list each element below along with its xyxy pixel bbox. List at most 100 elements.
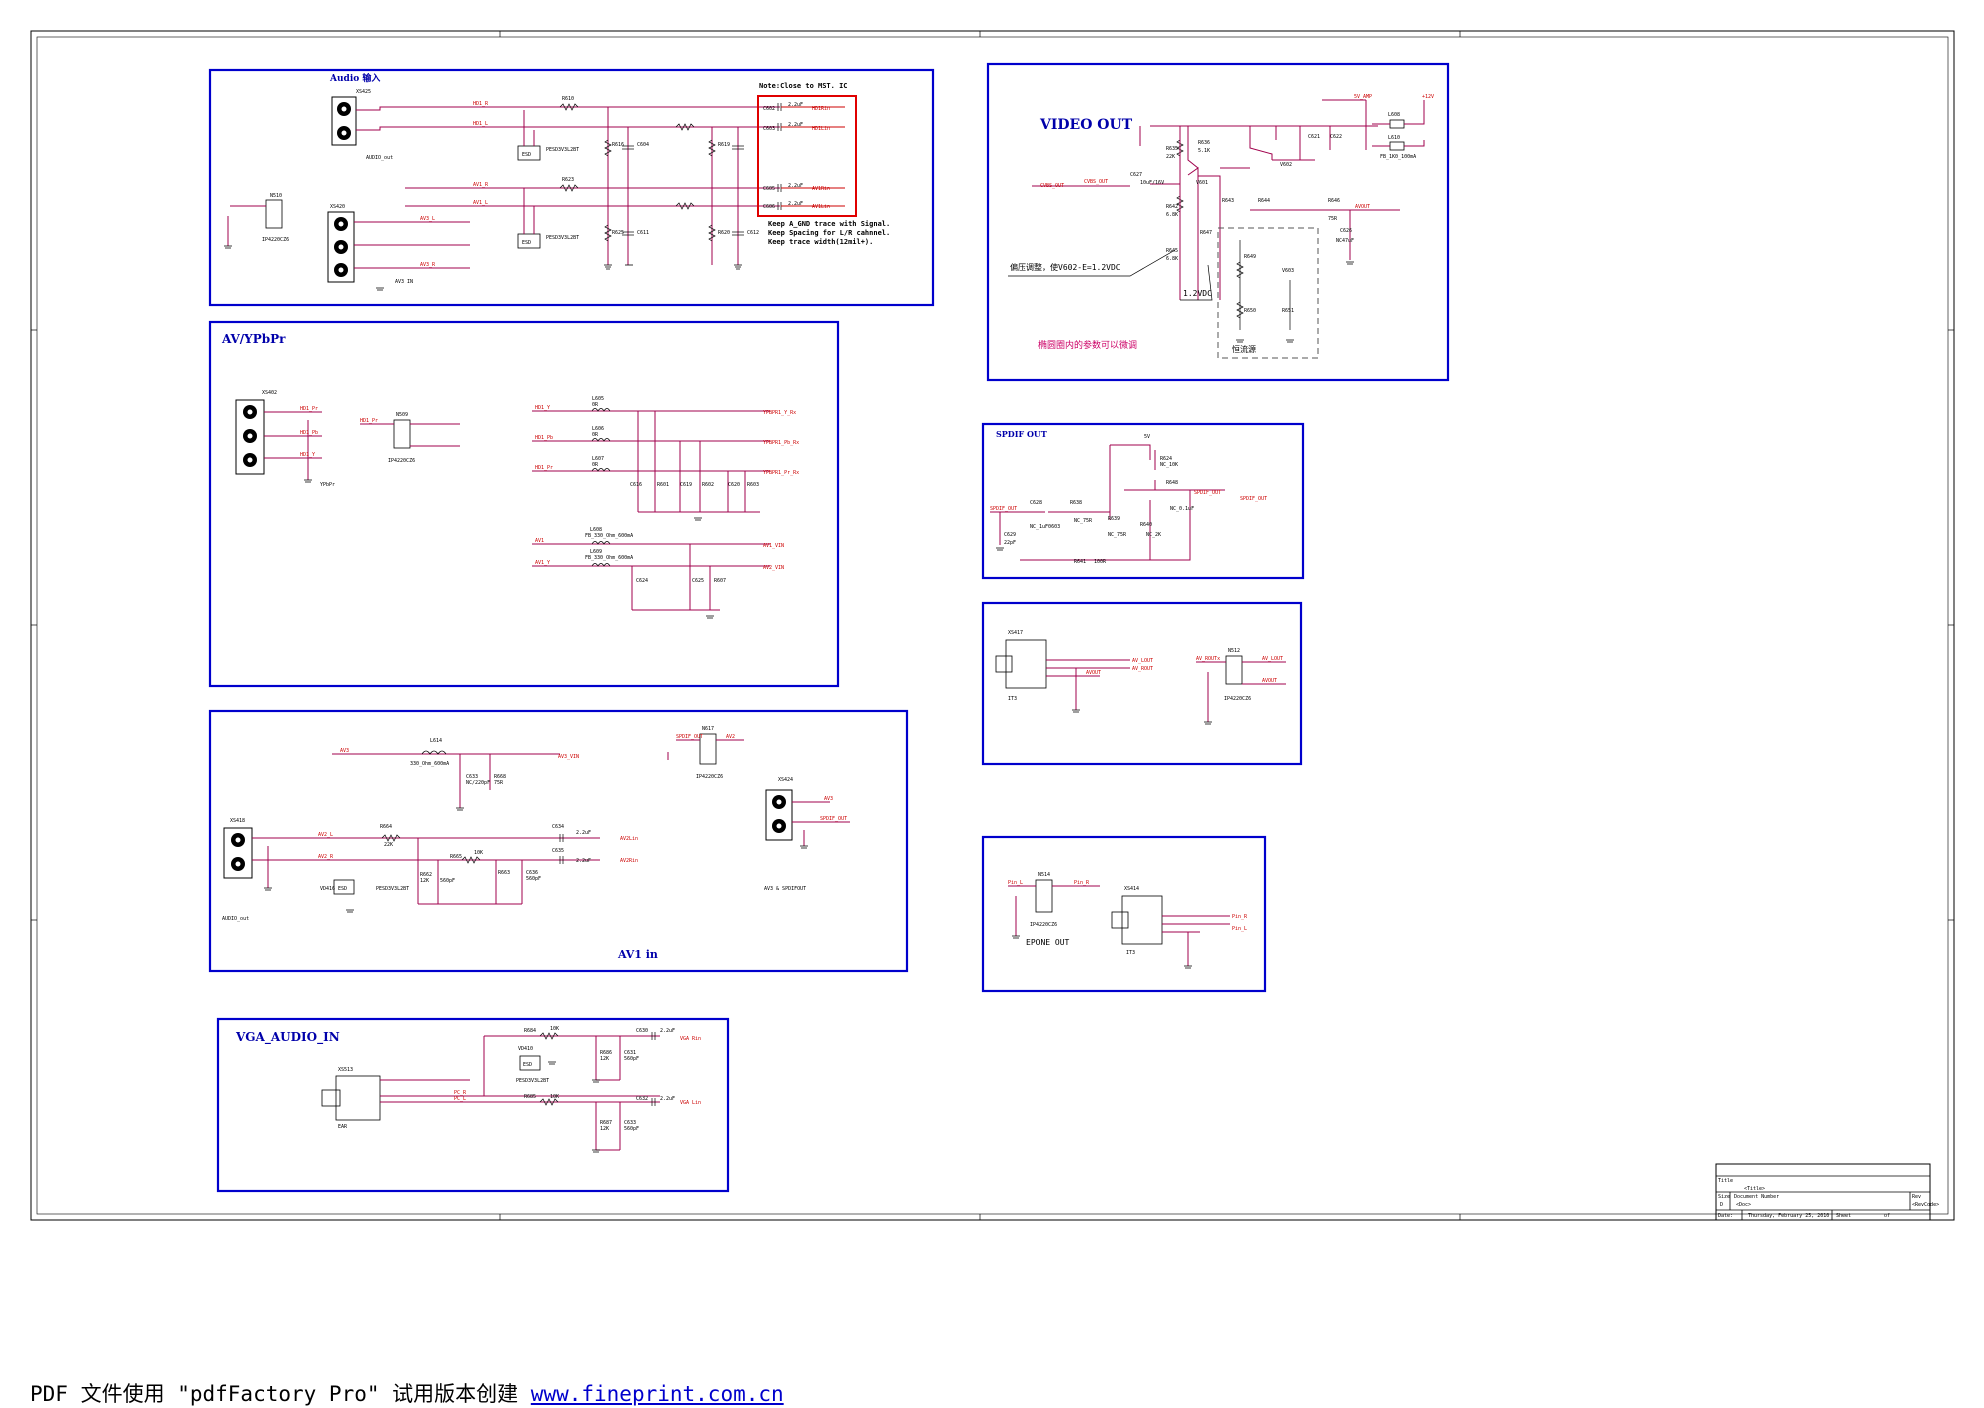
vga-r684-val: 10K [550,1026,559,1032]
video-r647: R647 [1200,230,1212,236]
av1-net-av3: AV3 [340,748,349,754]
spdif-c629-val: 22pF [1004,540,1016,546]
av1-esd: PESD3V3L2BT [376,886,409,892]
av-ypbpr-block: AV/YPbPr XS402 YPbPr HD1_Pr HD1_Pb HD1_Y… [208,320,840,688]
avypbpr-out-av1: AV1_VIN [763,543,784,549]
avypbpr-block-title: AV/YPbPr [221,332,286,346]
svg-text:ESD: ESD [522,240,531,246]
spdif-out-block: SPDIF OUT SPDIF_OUT C629 22pF C628 NC_1u… [981,422,1305,580]
spdif-c625-val: NC_0.1uF [1170,506,1194,512]
avypbpr-c619: C619 [680,482,692,488]
epone-out-block: EPONE OUT N514 IP4220CZ6 Pin_L Pin_R XS4… [981,835,1267,993]
vga-c631-val: 560pF [624,1056,639,1062]
avypbpr-l609-val: FB_330_Ohm_600mA [585,555,633,561]
vga-c633: C633 [624,1120,636,1126]
av1-c-val: 560pF [440,878,455,884]
audio-net-hd1r: HD1_R [473,101,489,107]
video-r636: R636 [1198,140,1210,146]
av1-in-block: AV1 in AV3 L614 330_Ohm_600mA C633 NC/22… [208,709,909,973]
video-r649: R649 [1244,254,1256,260]
avypbpr-c616: C616 [630,482,642,488]
spdif-r638-val: NC_75R [1074,518,1093,524]
pdf-footer: PDF 文件使用 "pdfFactory Pro" 试用版本创建 www.fin… [30,1378,784,1408]
ear-net-routx: AV_ROUTx [1196,656,1220,662]
av1-conn-sub: AUDIO_out [222,916,249,922]
av1-net-spdif2: SPDIF_OUT [820,816,847,822]
avypbpr-ic-sub: IP4220CZ6 [388,458,415,464]
video-r645: R645 [1166,248,1178,254]
audio-c611: C611 [637,230,649,236]
inner-frame [36,36,1949,1215]
avypbpr-r601: R601 [657,482,669,488]
av1-l614: L614 [430,738,442,744]
video-out-block: VIDEO OUT CVBS_OUT CVBS_OUT 5V_AMP +12V … [986,62,1450,382]
audio-out-hd1l: HD1Lin [812,126,830,132]
avypbpr-in-pb: HD1_Pb [535,435,553,441]
audio-input-block: Audio 输入 XS425 AUDIO_out HD1_R HD1_L AV1… [208,68,935,307]
fineprint-link[interactable]: www.fineprint.com.cn [530,1382,784,1406]
avypbpr-l609: L609 [590,549,602,555]
video-val-cap: 10uF/16V [1140,180,1164,186]
avypbpr-ic: N509 [396,412,408,418]
video-net-cvbs2: CVBS_OUT [1084,179,1108,185]
spdif-r639: R639 [1108,516,1120,522]
video-val-6k8a: 6.8K [1166,212,1178,218]
avypbpr-c620: C620 [728,482,740,488]
audio-net-av1r: AV1_R [473,182,489,188]
tb-size-label: Size [1718,1194,1730,1200]
video-v603: V603 [1282,268,1294,274]
video-r646: R646 [1328,198,1340,204]
tb-rev-val: <RevCode> [1912,1202,1939,1208]
audio-keep1: Keep A_GND trace with Signal. [768,220,890,228]
vga-net-pcl: PC_L [454,1096,466,1102]
video-c627: C627 [1130,172,1142,178]
svg-text:ESD: ESD [338,886,347,892]
av1-net-av2r: AV2_R [318,854,334,860]
avypbpr-r603: R603 [747,482,759,488]
tb-sheet-label: Sheet [1836,1213,1851,1219]
av1-r662-val: 12K [420,878,429,884]
audio-r616: R616 [612,142,624,148]
spdif-c629: C629 [1004,532,1016,538]
spdif-5v: 5V [1144,434,1150,440]
av1-block-title: AV1 in [617,948,658,961]
spdif-c628: C628 [1030,500,1042,506]
audio-r620: R620 [718,230,730,236]
audio-r610: R610 [562,96,574,102]
avypbpr-r607: R607 [714,578,726,584]
spdif-r639-val: NC_75R [1108,532,1127,538]
vga-net-pcr: PC_R [454,1090,467,1096]
av1-r665-val: 10K [474,850,483,856]
audio-c602: C602 [763,106,775,112]
avypbpr-l605: L605 [592,396,604,402]
video-r635: R635 [1166,146,1178,152]
vga-c632: C632 [636,1096,648,1102]
av1-c636-val: 560pF [526,876,541,882]
avypbpr-net-pr: HD1_Pr [300,406,318,412]
spdif-block-title: SPDIF OUT [996,429,1047,439]
vga-r687-val: 12K [600,1126,609,1132]
spdif-r640-val: NC_2K [1146,532,1161,538]
vga-conn: XS513 [338,1067,353,1073]
video-net-avout: AVOUT [1355,204,1370,210]
av1-net-av3vin: AV3_VIN [558,754,579,760]
epone-out-r: Pin_R [1232,914,1248,920]
frame-ticks [31,31,1954,1220]
tb-size-val: D [1720,1202,1723,1208]
video-r644: R644 [1258,198,1270,204]
ear-ic: N512 [1228,648,1240,654]
vga-r685: R685 [524,1094,536,1100]
tb-title-val: <Title> [1744,1186,1765,1192]
audio-conn1-sub: AUDIO_out [366,155,393,161]
av1-out-lin: AV2Lin [620,836,638,842]
spdif-r641: R641 [1074,559,1086,565]
av1-r668: R668 [494,774,506,780]
ear-out-block: XS417 IT3 AV_LOUT AV_ROUT AVOUT N512 IP4… [981,601,1303,766]
audio-keep2: Keep Spacing for L/R cahnnel. [768,229,890,237]
avypbpr-net-pb: HD1_Pb [300,430,318,436]
svg-text:ESD: ESD [523,1062,532,1068]
title-block: Title <Title> Size D Document Number <Do… [1715,1163,1939,1221]
epone-title: EPONE OUT [1026,938,1070,947]
vga-audio-block: VGA_AUDIO_IN XS513 EAR PC_R PC_L R684 10… [216,1017,730,1193]
av1-r664-val: 22K [384,842,393,848]
